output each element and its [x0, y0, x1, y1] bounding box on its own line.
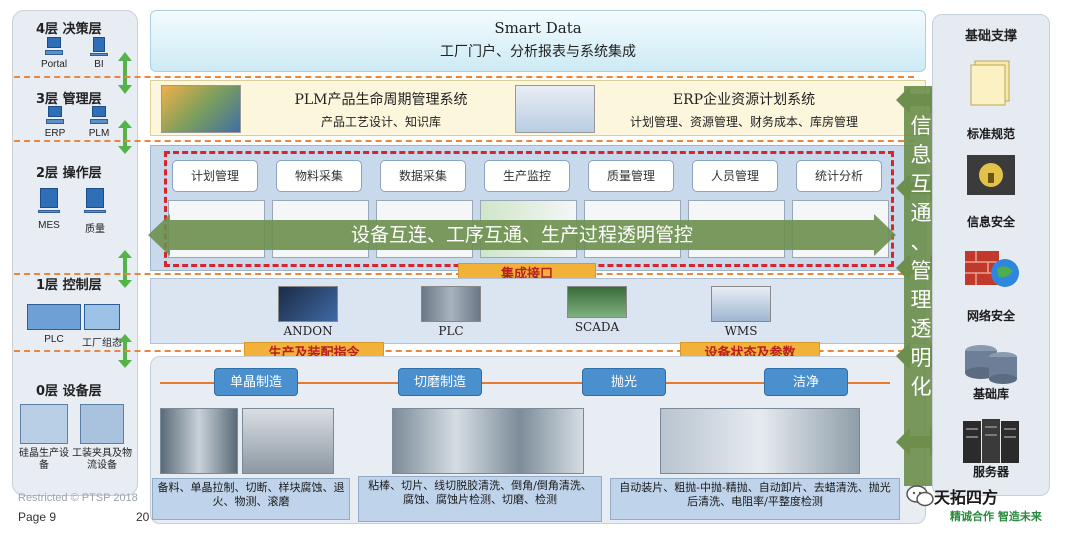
- double-arrow-icon: [118, 52, 132, 94]
- device-bi: BI: [84, 37, 114, 70]
- wms-item: WMS: [706, 286, 776, 338]
- brand-slogan: 精诚合作 智造未来: [950, 510, 1042, 523]
- module-quality-management[interactable]: 质量管理: [588, 160, 674, 192]
- plm-subtitle: 产品工艺设计、知识库: [320, 115, 441, 129]
- computer-icon: [46, 106, 64, 126]
- support-information-security: 信息安全: [966, 215, 1015, 229]
- device-silicon-equipment: 硅晶生产设备: [18, 404, 70, 472]
- brand-logo: [906, 482, 1076, 522]
- process-flow-line: [160, 382, 890, 384]
- double-arrow-icon: [118, 120, 132, 154]
- plm-illustration: [161, 85, 241, 133]
- database-icon: [965, 345, 1017, 384]
- module-data-collection[interactable]: 数据采集: [380, 160, 466, 192]
- server-icon: [963, 419, 1019, 463]
- erp-title: ERP企业资源计划系统: [672, 92, 816, 108]
- module-plan-management[interactable]: 计划管理: [172, 160, 258, 192]
- layer-1-title: 1层 控制层: [36, 278, 102, 293]
- plm-title: PLM产品生命周期管理系统: [294, 92, 468, 108]
- plc-module-icon: [421, 286, 481, 322]
- plc-item: PLC: [416, 286, 486, 338]
- support-network-security: 网络安全: [966, 309, 1015, 323]
- lock-icon: [967, 155, 1015, 195]
- tower-icon: [90, 37, 108, 57]
- scada-screen-icon: [567, 286, 627, 318]
- process-single-crystal[interactable]: 单晶制造: [214, 368, 298, 396]
- computer-icon: [90, 106, 108, 126]
- wechat-icon: [906, 485, 934, 507]
- process-cleaning[interactable]: 洁净: [764, 368, 848, 396]
- device-mes: MES: [34, 188, 64, 231]
- production-equipment-icon: [20, 404, 68, 444]
- layer-separator: [14, 350, 914, 352]
- smart-data-banner: Smart Data 工厂门户、分析报表与系统集成: [150, 10, 926, 72]
- warehouse-icon: [711, 286, 771, 322]
- support-standards: 标准规范: [966, 127, 1015, 141]
- monitor-icon: [84, 304, 120, 330]
- firewall-globe-icon: [965, 251, 1019, 287]
- control-layer-band: [150, 278, 926, 344]
- andon-item: ANDON: [270, 286, 346, 338]
- device-scada-config: 工厂组态: [80, 304, 124, 349]
- computer-icon: [45, 37, 63, 57]
- cutting-line-photo: [392, 408, 584, 474]
- erp-system: ERP企业资源计划系统 计划管理、资源管理、财务成本、库房管理: [599, 89, 889, 130]
- workstation-icon: [38, 188, 60, 218]
- interconnect-arrow: [148, 214, 896, 256]
- layer-separator: [14, 76, 914, 78]
- process-desc-crystal: 备料、单晶拉制、切断、样块腐蚀、退火、物测、滚磨: [152, 478, 350, 520]
- process-polishing[interactable]: 抛光: [582, 368, 666, 396]
- information-vertical-text: 信 息 互 通 、 管 理 透 明 化: [910, 114, 932, 399]
- andon-screen-icon: [278, 286, 338, 322]
- layer-2-title: 2层 操作层: [36, 166, 102, 181]
- double-arrow-icon: [118, 250, 132, 288]
- layer-separator: [14, 140, 914, 142]
- infrastructure-title: 基础支撑: [964, 29, 1017, 44]
- erp-screenshot: [515, 85, 595, 133]
- page-number-fragment: 20: [136, 510, 150, 524]
- polishing-cleaning-photo: [660, 408, 860, 474]
- support-base-library: 基础库: [972, 387, 1009, 401]
- device-plm: PLM: [84, 106, 114, 139]
- process-cutting-grinding[interactable]: 切磨制造: [398, 368, 482, 396]
- smart-data-subtitle: 工厂门户、分析报表与系统集成: [440, 44, 636, 60]
- restricted-note: Restricted © PTSP 2018: [18, 492, 138, 504]
- module-production-monitoring[interactable]: 生产监控: [484, 160, 570, 192]
- scada-item: SCADA: [562, 286, 632, 334]
- workstation-icon: [84, 188, 106, 218]
- device-plc: PLC: [26, 304, 82, 345]
- logistics-equipment-icon: [80, 404, 124, 444]
- interconnect-banner-text: 设备互连、工序互通、生产过程透明管控: [350, 224, 693, 246]
- smart-data-title: Smart Data: [494, 19, 582, 37]
- process-desc-polishing: 自动装片、粗抛-中抛-精抛、自动卸片、去蜡清洗、抛光后清洗、电阻率/平整度检测: [610, 478, 900, 520]
- crystal-equipment-photo: [242, 408, 334, 474]
- layer-3-title: 3层 管理层: [36, 92, 102, 107]
- brand-name: 天拓四方: [934, 488, 999, 507]
- layer-4-title: 4层 决策层: [36, 22, 102, 37]
- support-servers: 服务器: [972, 465, 1009, 479]
- device-quality: 质量: [80, 188, 110, 235]
- infrastructure-column: 基础支撑 标准规范 信息安全 网络安全 基础库 服务器: [932, 14, 1050, 496]
- process-desc-cutting: 粘棒、切片、线切脱胶清洗、倒角/倒角清洗、腐蚀、腐蚀片检测、切磨、检测: [358, 476, 602, 522]
- device-erp: ERP: [40, 106, 70, 139]
- page-label: Page 9: [18, 510, 57, 524]
- layer-0-title: 0层 设备层: [36, 384, 102, 399]
- module-statistical-analysis[interactable]: 统计分析: [796, 160, 882, 192]
- document-stack-icon: [970, 60, 1010, 106]
- plc-rack-icon: [27, 304, 81, 330]
- management-layer-band: PLM产品生命周期管理系统 产品工艺设计、知识库 ERP企业资源计划系统 计划管…: [150, 80, 926, 136]
- device-portal: Portal: [36, 37, 72, 70]
- erp-subtitle: 计划管理、资源管理、财务成本、库房管理: [629, 115, 858, 129]
- module-personnel-management[interactable]: 人员管理: [692, 160, 778, 192]
- plm-system: PLM产品生命周期管理系统 产品工艺设计、知识库: [251, 89, 511, 130]
- device-logistics-equipment: 工装夹具及物流设备: [72, 404, 132, 472]
- module-material-collection[interactable]: 物料采集: [276, 160, 362, 192]
- crystal-furnace-photo: [160, 408, 238, 474]
